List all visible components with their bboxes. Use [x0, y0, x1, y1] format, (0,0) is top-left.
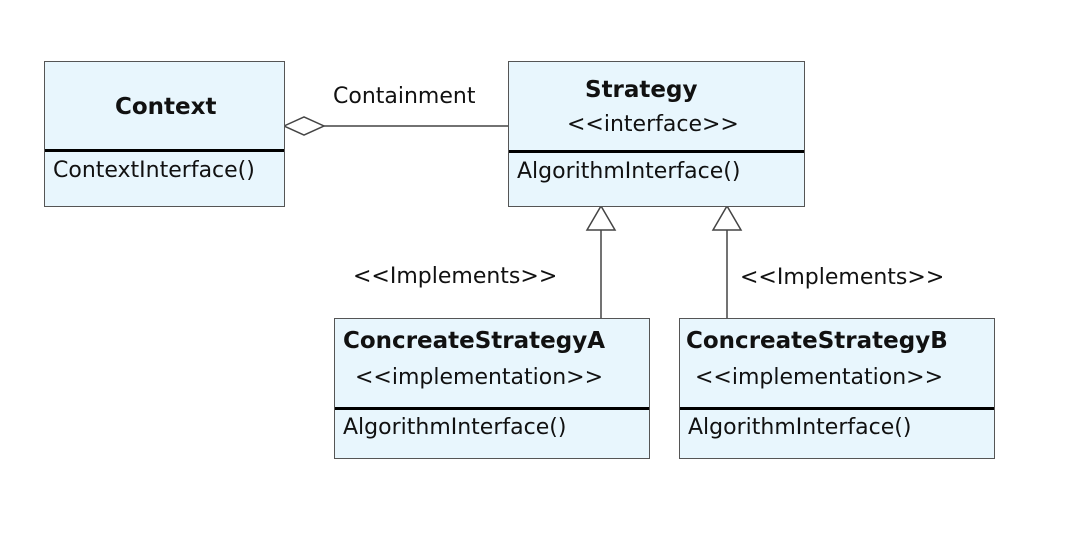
realization-arrowhead-a: [585, 204, 617, 231]
class-method-context: ContextInterface(): [53, 158, 255, 183]
realization-arrowhead-b: [711, 204, 743, 231]
class-name-concrete-a: ConcreateStrategyA: [343, 328, 606, 354]
class-box-strategy: Strategy <<interface>> AlgorithmInterfac…: [508, 61, 805, 207]
class-header-concrete-a: [335, 319, 649, 410]
relation-label-implements-a: <<Implements>>: [353, 264, 558, 289]
aggregation-diamond: [282, 116, 326, 136]
class-name-strategy: Strategy: [585, 77, 698, 103]
relation-label-containment: Containment: [333, 84, 476, 109]
class-method-concrete-a: AlgorithmInterface(): [343, 415, 567, 440]
class-stereotype-concrete-b: <<implementation>>: [695, 365, 944, 390]
class-box-context: Context ContextInterface(): [44, 61, 285, 207]
class-box-concrete-a: ConcreateStrategyA <<implementation>> Al…: [334, 318, 650, 459]
class-name-concrete-b: ConcreateStrategyB: [686, 328, 948, 354]
class-stereotype-concrete-a: <<implementation>>: [355, 365, 604, 390]
class-name-context: Context: [115, 94, 217, 120]
class-method-strategy: AlgorithmInterface(): [517, 159, 741, 184]
class-header-concrete-b: [680, 319, 994, 410]
class-stereotype-strategy: <<interface>>: [567, 112, 739, 137]
class-header-context: [45, 62, 284, 152]
class-header-strategy: [509, 62, 804, 153]
relation-label-implements-b: <<Implements>>: [740, 265, 945, 290]
class-box-concrete-b: ConcreateStrategyB <<implementation>> Al…: [679, 318, 995, 459]
class-method-concrete-b: AlgorithmInterface(): [688, 415, 912, 440]
